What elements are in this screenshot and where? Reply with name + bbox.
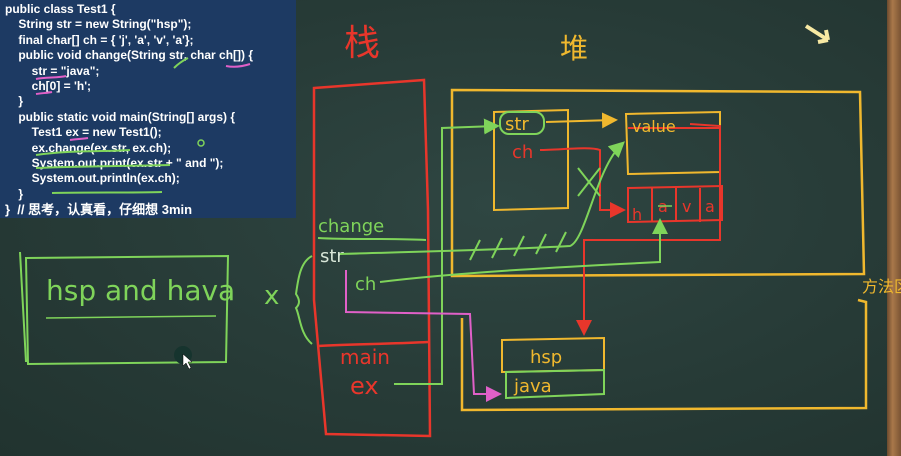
pointer-arrow-icon [804, 24, 830, 44]
frame-change-label: change [318, 216, 384, 237]
object-field-ch: ch [512, 142, 533, 163]
brace [294, 255, 313, 345]
code-line: } [5, 186, 24, 201]
frame-change-str: str [320, 246, 344, 267]
answer-box: hsp and hava [19, 251, 235, 366]
heap-region: 堆 [450, 32, 866, 278]
method-area-region: 方法区 [460, 277, 901, 412]
code-line: ex.change(ex.str, ex.ch); [5, 140, 172, 155]
array-cell-a2: a [705, 197, 715, 216]
object-field-str: str [505, 114, 529, 135]
frame-change-ch: ch [355, 274, 376, 295]
board-frame [887, 0, 901, 456]
string-pool: hsp java [501, 336, 605, 400]
frame-main-label: main [340, 345, 390, 369]
mouse-pointer-icon [182, 353, 193, 370]
code-line: str = "java"; [5, 63, 100, 78]
code-line: } [5, 94, 24, 109]
code-line: public class Test1 { [5, 2, 116, 16]
pool-hsp: hsp [530, 347, 562, 368]
code-line: public void change(String str, char ch[]… [5, 48, 254, 63]
array-cell-h: h [632, 205, 642, 224]
test1-object: str ch [493, 108, 569, 212]
method-area-label: 方法区 [862, 277, 901, 296]
string-object: value [624, 110, 721, 176]
frame-main-ex: ex [350, 372, 379, 400]
answer-text: hsp and hava [46, 274, 235, 307]
wrong-mark: x [264, 281, 279, 311]
code-underlines [35, 57, 251, 194]
code-line: System.out.println(ex.ch); [5, 171, 180, 186]
code-line: public static void main(String[] args) { [5, 109, 236, 124]
stack-title: 栈 [344, 23, 380, 64]
char-array: h a v a [627, 184, 723, 224]
code-line: ch[0] = 'h'; [5, 78, 92, 93]
code-line: final char[] ch = { 'j', 'a', 'v', 'a'}; [5, 32, 194, 47]
array-cell-v: v [682, 197, 691, 216]
string-field-value: value [632, 117, 676, 136]
code-panel: public class Test1 { String str = new St… [0, 0, 296, 218]
code-line: String str = new String("hsp"); [5, 17, 192, 32]
code-line: Test1 ex = new Test1(); [5, 125, 162, 140]
heap-title: 堆 [560, 32, 588, 65]
stack-region: 栈 [312, 23, 432, 438]
code-comment-line: } // 思考，认真看，仔细想 3min [5, 202, 193, 218]
pool-java: java [513, 376, 552, 397]
reference-arrows [339, 112, 721, 402]
